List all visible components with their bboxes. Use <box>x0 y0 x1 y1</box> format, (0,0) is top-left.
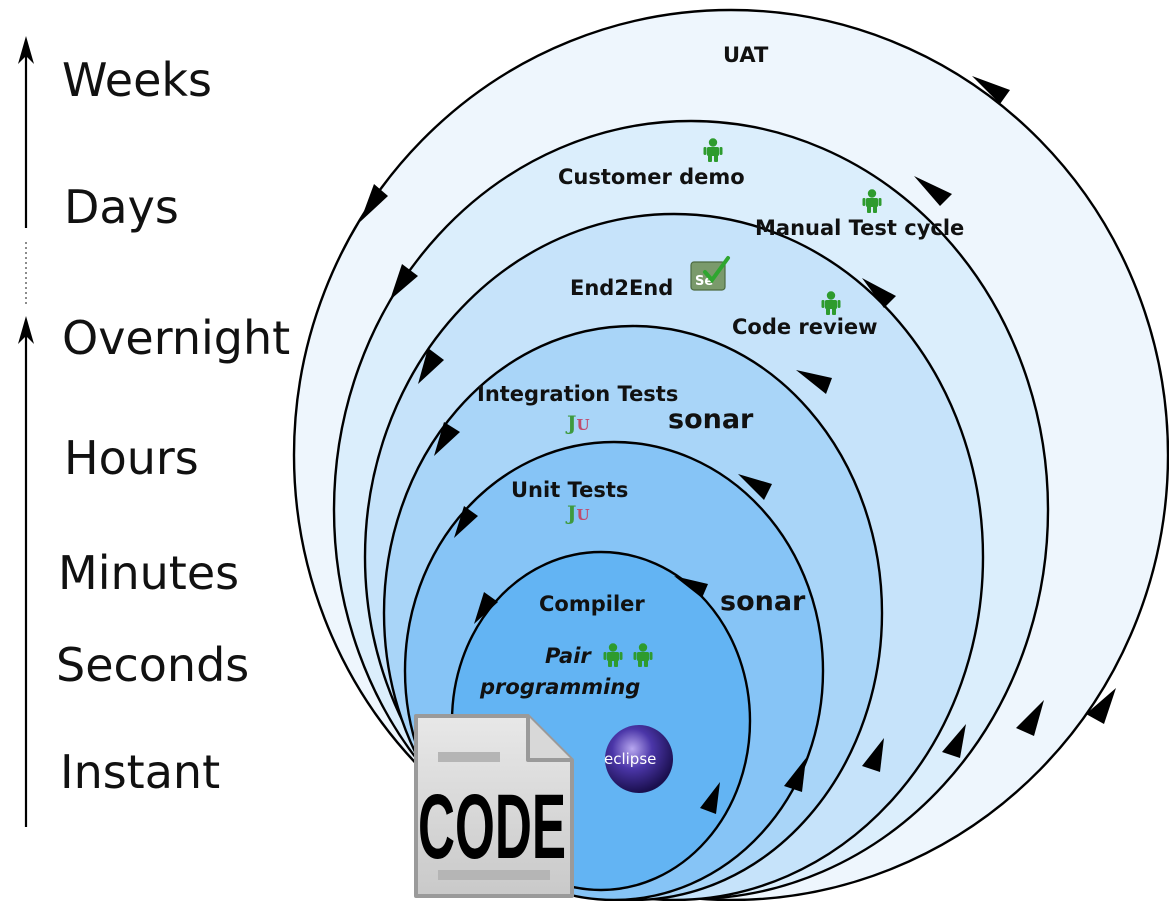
arrowhead-days-left <box>390 264 418 300</box>
label-code-review: Code review <box>732 315 878 339</box>
label-pair: Pair <box>545 644 592 668</box>
code-text: CODE <box>418 776 566 878</box>
arrowhead-uat-right <box>1086 688 1116 724</box>
label-overnight: Overnight <box>62 311 290 365</box>
lower-time-arrow <box>18 316 34 827</box>
time-scale: Weeks Days Overnight Hours Minutes Secon… <box>18 36 290 827</box>
label-days: Days <box>64 180 179 234</box>
arrowhead-uat-top <box>972 76 1010 104</box>
label-customer-demo: Customer demo <box>558 165 745 189</box>
junit-icon: JU <box>565 411 590 435</box>
label-instant: Instant <box>60 745 220 799</box>
label-minutes: Minutes <box>58 546 239 600</box>
label-seconds: Seconds <box>56 638 249 692</box>
selenium-icon: Se <box>690 256 730 291</box>
svg-text:eclipse: eclipse <box>604 750 656 768</box>
arrowhead-sec-top <box>674 576 708 598</box>
arrowhead-min-top <box>738 474 772 500</box>
arrowhead-uat-left <box>360 184 388 222</box>
label-hours: Hours <box>64 431 199 485</box>
arrowhead-hours-right <box>862 738 884 772</box>
arrowhead-days-top <box>914 176 952 206</box>
label-unit-tests: Unit Tests <box>511 478 628 502</box>
arrowhead-over-top <box>862 278 896 308</box>
label-sonar-unit: sonar <box>720 586 806 617</box>
label-sonar-integration: sonar <box>668 404 754 435</box>
junit-icon: JU <box>565 501 590 525</box>
arrowhead-sec-right <box>700 782 720 814</box>
arrowhead-min-left <box>454 506 478 538</box>
label-programming: programming <box>479 675 640 699</box>
arrowhead-min-right <box>784 758 806 792</box>
label-manual-test-cycle: Manual Test cycle <box>755 216 964 240</box>
label-integration-tests: Integration Tests <box>477 382 678 406</box>
label-uat: UAT <box>723 43 769 67</box>
arrowhead-hours-top <box>796 370 832 394</box>
ring-labels: UAT Customer demo Manual Test cycle End2… <box>477 43 964 699</box>
code-document-icon: CODE <box>414 714 574 898</box>
arrowhead-over-right <box>942 724 966 758</box>
upper-time-arrow <box>18 36 34 228</box>
ring-arrowheads <box>360 76 1116 814</box>
arrowhead-over-left <box>418 348 444 384</box>
label-end2end: End2End <box>570 276 673 300</box>
arrowhead-hours-left <box>434 422 460 456</box>
label-compiler: Compiler <box>539 592 645 616</box>
arrowhead-days-right <box>1016 700 1044 736</box>
label-weeks: Weeks <box>62 53 212 107</box>
eclipse-icon: eclipse <box>604 725 673 793</box>
arrowhead-sec-left <box>474 592 498 624</box>
